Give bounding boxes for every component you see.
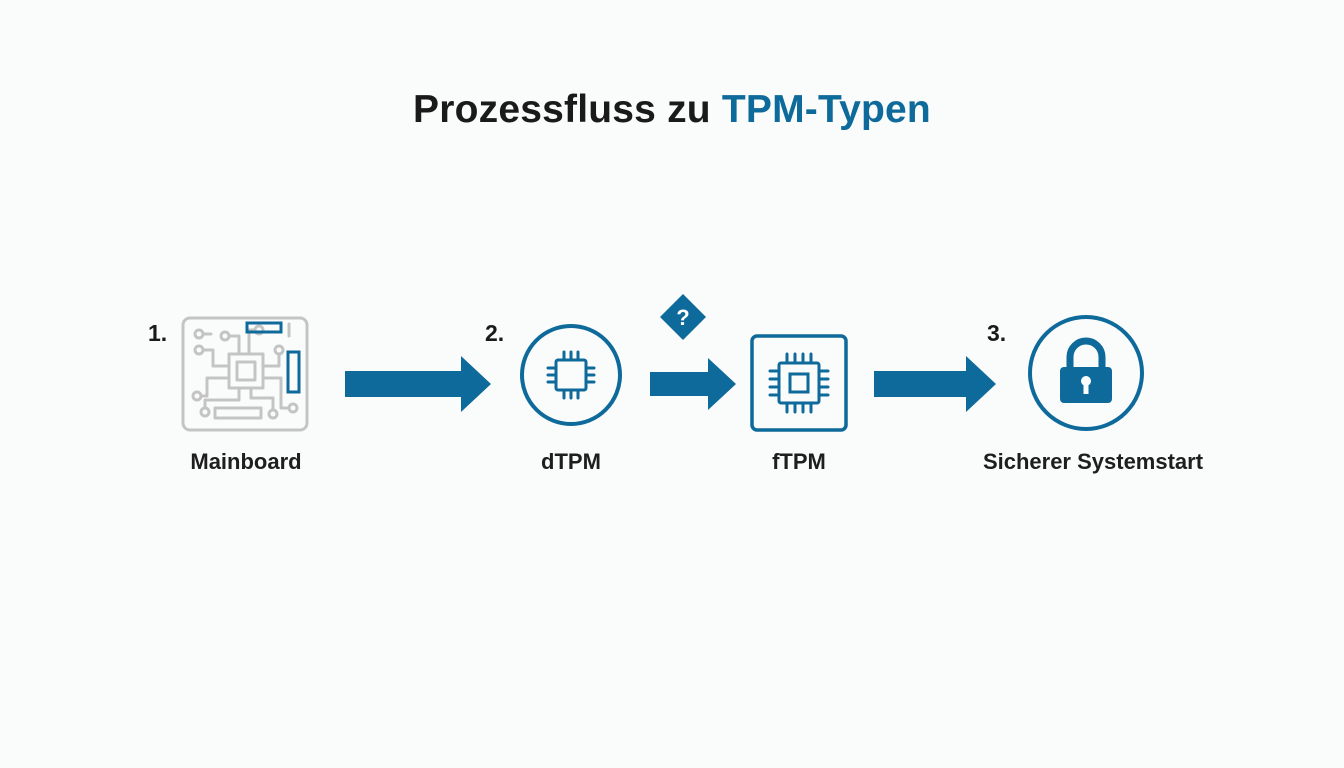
- step-label-secure-boot: Sicherer Systemstart: [982, 449, 1204, 474]
- step-label-ftpm: fTPM: [772, 449, 826, 474]
- arrow-right-icon: [874, 356, 996, 412]
- page-title: Prozessfluss zu TPM-Typen: [0, 88, 1344, 132]
- circuit-board-icon: [181, 316, 311, 432]
- step-number-2: 2.: [485, 320, 505, 346]
- step-label-mainboard: Mainboard: [190, 449, 302, 474]
- arrow-right-icon: [345, 356, 491, 412]
- title-accent-text: TPM-Typen: [721, 88, 931, 131]
- step-number-3: 3.: [987, 320, 1007, 346]
- arrow-right-icon: [650, 358, 736, 410]
- chip-icon: [750, 334, 848, 432]
- step-label-dtpm: dTPM: [541, 449, 601, 474]
- decision-symbol: ?: [676, 305, 689, 330]
- lock-icon: [1026, 313, 1146, 433]
- step-number-1: 1.: [148, 320, 168, 346]
- question-diamond-icon: ?: [658, 292, 708, 342]
- chip-icon: [518, 322, 624, 428]
- title-text: Prozessfluss zu: [413, 88, 722, 131]
